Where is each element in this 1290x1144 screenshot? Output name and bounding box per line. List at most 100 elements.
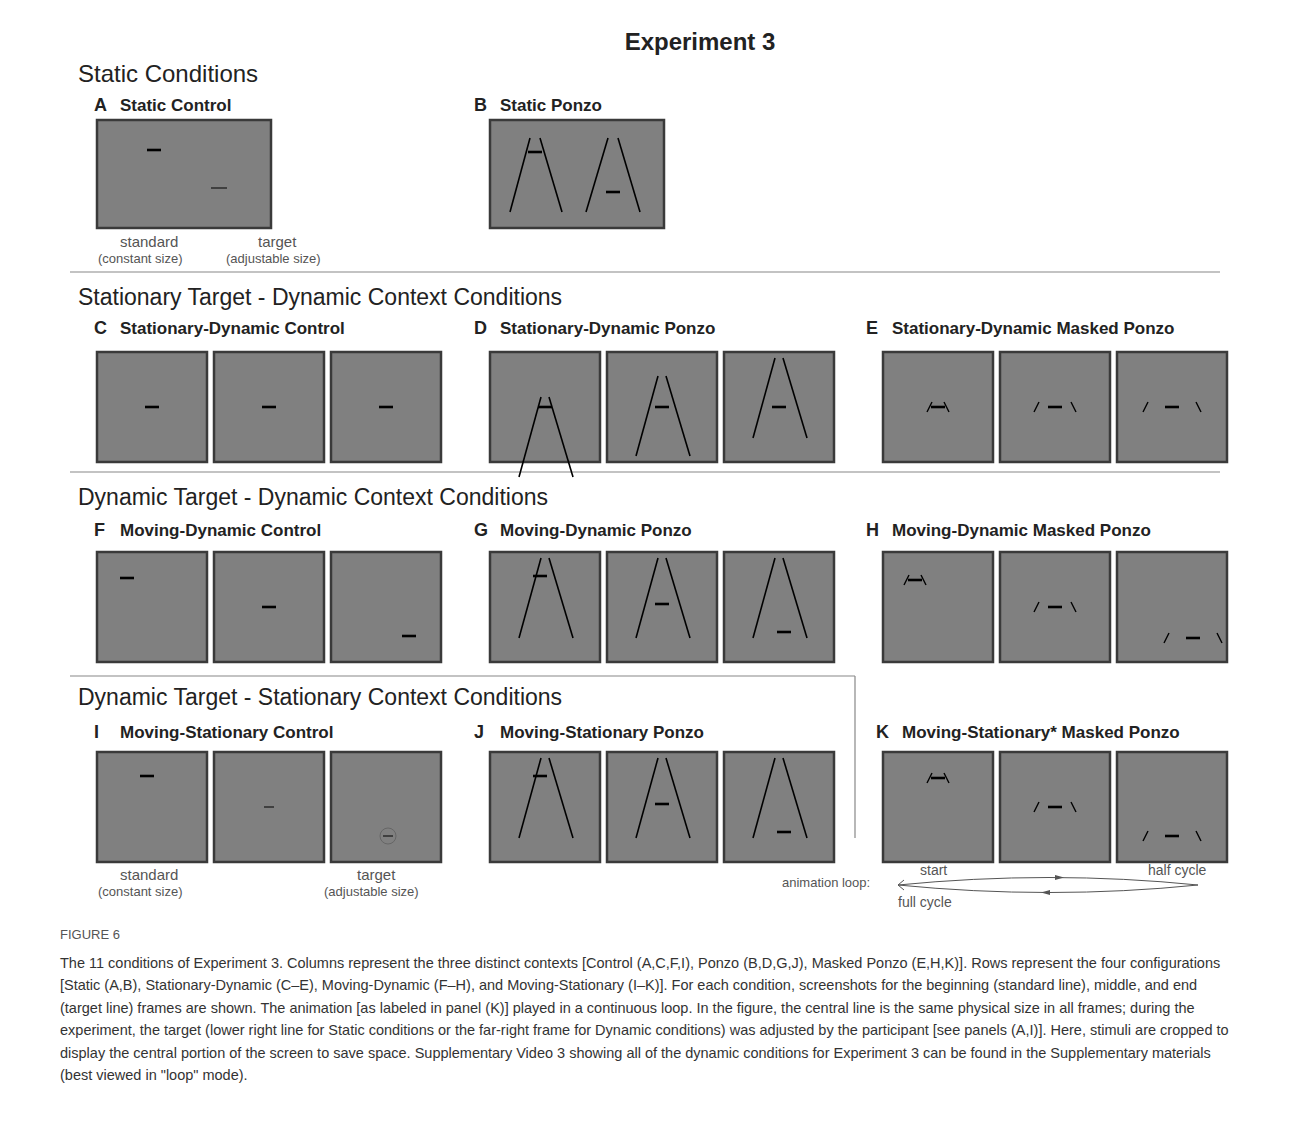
loop-arrowhead	[1041, 890, 1050, 895]
figure-number: FIGURE 6	[60, 928, 120, 943]
stimulus-line	[264, 807, 274, 808]
panel-title: Stationary-Dynamic Control	[120, 319, 345, 339]
stimulus-line	[549, 558, 573, 638]
stimulus-line	[1165, 406, 1179, 409]
stimulus-frame	[97, 352, 207, 462]
panel-title: Static Control	[120, 96, 231, 116]
panel-letter: K	[876, 722, 889, 743]
annotation: (adjustable size)	[324, 885, 419, 900]
loop-arrowhead	[1055, 875, 1064, 880]
row-separator	[70, 271, 1220, 272]
stimulus-frame	[1000, 552, 1110, 662]
stimulus-frame	[97, 552, 207, 662]
panel-letter: E	[866, 318, 878, 339]
stimulus-frame	[1117, 752, 1227, 862]
stimulus-frame	[490, 752, 600, 862]
stimulus-line	[636, 758, 658, 838]
annotation: half cycle	[1148, 862, 1206, 878]
panel-letter: C	[94, 318, 107, 339]
stimulus-line	[383, 836, 393, 837]
stimulus-line	[549, 397, 573, 477]
stimulus-line	[519, 397, 541, 477]
stimulus-frame	[1000, 752, 1110, 862]
stimulus-line	[772, 406, 786, 409]
stimulus-line	[533, 575, 547, 578]
stimulus-line	[145, 406, 159, 409]
stimulus-line	[1165, 835, 1179, 838]
section-heading: Dynamic Target - Dynamic Context Conditi…	[78, 484, 548, 510]
panel-title: Moving-Dynamic Masked Ponzo	[892, 521, 1151, 541]
stimulus-line	[931, 777, 945, 780]
stimulus-line	[636, 558, 658, 638]
annotation: start	[920, 862, 947, 878]
annotation: standard	[120, 866, 178, 883]
section-heading: Stationary Target - Dynamic Context Cond…	[78, 284, 562, 310]
figure-title: Experiment 3	[625, 28, 776, 56]
panel-letter: A	[94, 95, 107, 116]
stimulus-frame	[490, 552, 600, 662]
stimulus-line	[1071, 802, 1076, 812]
stimulus-frame	[214, 752, 324, 862]
panel-title: Stationary-Dynamic Ponzo	[500, 319, 715, 339]
stimulus-line	[1048, 606, 1062, 609]
annotation: (constant size)	[98, 885, 183, 900]
stimulus-line	[1217, 633, 1222, 643]
stimulus-frame	[331, 352, 441, 462]
panel-title: Moving-Stationary* Masked Ponzo	[902, 723, 1180, 743]
row-separator	[70, 471, 1220, 472]
stimulus-frame	[607, 752, 717, 862]
loop-arrowhead	[898, 885, 904, 890]
stimulus-line	[540, 138, 562, 212]
loop-path	[898, 878, 1198, 893]
stimulus-line	[1071, 602, 1076, 612]
panel-letter: D	[474, 318, 487, 339]
stimulus-line	[783, 358, 807, 438]
stimulus-line	[533, 775, 547, 778]
stimulus-frame	[1117, 352, 1227, 462]
stimulus-line	[655, 803, 669, 806]
row-separator	[70, 675, 855, 676]
stimulus-line	[1034, 802, 1039, 812]
stimulus-frame	[883, 752, 993, 862]
stimulus-line	[1048, 806, 1062, 809]
stimulus-line	[519, 558, 541, 638]
panel-letter: I	[94, 722, 99, 743]
stimulus-frame	[1000, 352, 1110, 462]
stimulus-line	[549, 758, 573, 838]
panel-letter: G	[474, 520, 488, 541]
stimulus-line	[510, 138, 530, 212]
annotation: target	[357, 866, 395, 883]
panel-letter: J	[474, 722, 484, 743]
stimulus-line	[519, 758, 541, 838]
stimulus-line	[538, 406, 552, 409]
annotation: (adjustable size)	[226, 252, 321, 267]
stimulus-line	[655, 406, 669, 409]
stimulus-line	[586, 138, 608, 212]
annotation: (constant size)	[98, 252, 183, 267]
stimulus-line	[402, 635, 416, 638]
cursor-ring	[380, 828, 396, 844]
stimulus-line	[783, 758, 807, 838]
annotation: full cycle	[898, 894, 952, 910]
stimulus-line	[666, 558, 690, 638]
stimulus-line	[666, 376, 690, 456]
stimulus-line	[1196, 402, 1201, 412]
panel-title: Static Ponzo	[500, 96, 602, 116]
stimulus-frame	[724, 352, 834, 462]
loop-arrowhead	[898, 880, 904, 885]
stimulus-line	[1048, 406, 1062, 409]
stimulus-line	[655, 603, 669, 606]
stimulus-line	[636, 376, 658, 456]
stimulus-frame	[607, 352, 717, 462]
stimulus-line	[147, 149, 161, 152]
figure-caption: The 11 conditions of Experiment 3. Colum…	[60, 952, 1230, 1087]
annotation: target	[258, 233, 296, 250]
stimulus-frame	[490, 120, 664, 228]
stimulus-line	[777, 631, 791, 634]
stimulus-line	[262, 606, 276, 609]
row-separator	[854, 676, 855, 838]
stimulus-line	[1071, 402, 1076, 412]
section-heading: Static Conditions	[78, 60, 258, 88]
panel-letter: H	[866, 520, 879, 541]
